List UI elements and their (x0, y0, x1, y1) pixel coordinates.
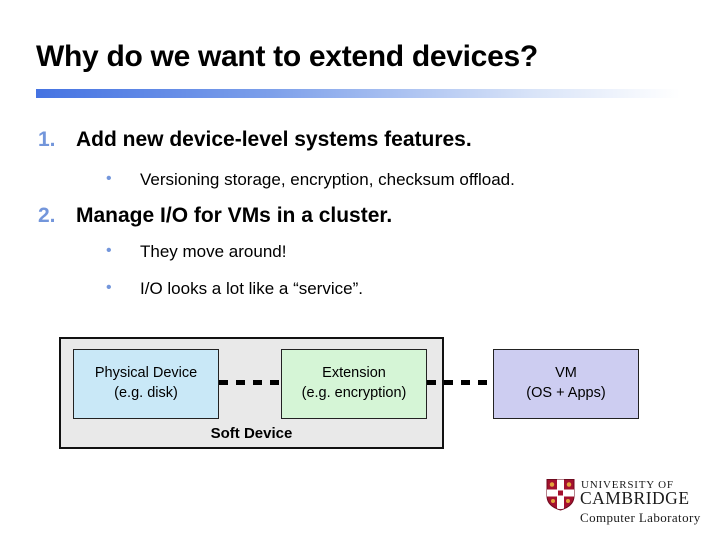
sub-bullet: • Versioning storage, encryption, checks… (106, 170, 515, 190)
item-text: Manage I/O for VMs in a cluster. (76, 204, 393, 227)
box-title: Physical Device (94, 365, 198, 382)
logo-cambridge: CAMBRIDGE (580, 488, 690, 508)
item-number: 2. (38, 204, 56, 227)
bullet-icon: • (106, 170, 112, 187)
sub-bullet-text: They move around! (140, 242, 287, 261)
sub-bullet-text: I/O looks a lot like a “service”. (140, 279, 363, 298)
extension-box: Extension (e.g. encryption) (281, 349, 427, 419)
box-title: VM (555, 365, 577, 382)
dashed-connector (219, 380, 281, 385)
sub-bullet-text: Versioning storage, encryption, checksum… (140, 170, 515, 189)
box-subtitle: (e.g. disk) (114, 385, 178, 401)
box-title: Extension (322, 365, 386, 382)
cambridge-shield-icon (546, 479, 575, 511)
physical-device-box: Physical Device (e.g. disk) (73, 349, 219, 419)
box-subtitle: (e.g. encryption) (301, 385, 407, 401)
logo-university-of: UNIVERSITY OF (581, 479, 674, 491)
sub-bullet: • I/O looks a lot like a “service”. (106, 279, 363, 299)
numbered-item-2: 2. Manage I/O for VMs in a cluster. (38, 204, 392, 228)
sub-bullet: • They move around! (106, 242, 286, 262)
box-subtitle: (OS + Apps) (526, 385, 606, 401)
soft-device-label: Soft Device (210, 425, 293, 442)
title-underline-bar (36, 89, 700, 98)
logo-department: Computer Laboratory (580, 510, 701, 525)
vm-box: VM (OS + Apps) (493, 349, 639, 419)
bullet-icon: • (106, 242, 112, 259)
slide-title: Why do we want to extend devices? (36, 40, 538, 73)
item-text: Add new device-level systems features. (76, 128, 472, 151)
dashed-connector (427, 380, 493, 385)
item-number: 1. (38, 128, 56, 151)
numbered-item-1: 1. Add new device-level systems features… (38, 128, 472, 152)
bullet-icon: • (106, 279, 112, 296)
